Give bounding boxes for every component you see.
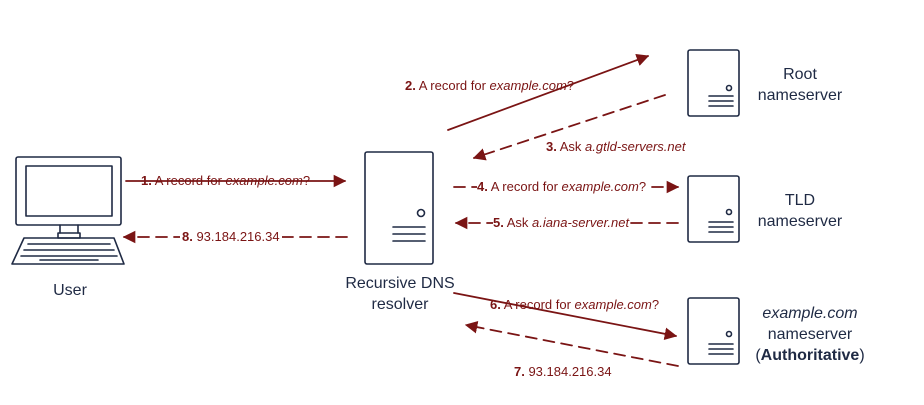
step-7-label: 7. 93.184.216.34 (514, 364, 612, 379)
resolver-label: Recursive DNS resolver (345, 275, 455, 313)
resolver-server-icon (364, 151, 434, 265)
step-2-label: 2. A record for example.com? (405, 78, 575, 93)
step-5-label: 5. Ask a.iana-server.net (493, 215, 630, 230)
arrow-step-7 (464, 320, 679, 367)
user-label: User (53, 282, 87, 299)
step-1-label: 1. A record for example.com? (141, 173, 311, 188)
tld-server-icon (687, 175, 740, 243)
step-8-label: 8. 93.184.216.34 (180, 229, 282, 244)
root-label: Root nameserver (757, 66, 843, 104)
step-6-label: 6. A record for example.com? (490, 297, 660, 312)
authoritative-server-icon (687, 297, 740, 365)
arrow-step-3 (472, 94, 666, 161)
root-server-icon (687, 49, 740, 117)
computer-icon (11, 156, 125, 265)
step-4-label: 4. A record for example.com? (477, 179, 647, 194)
authoritative-label: example.com nameserver (Authoritative) (755, 305, 865, 364)
step-3-label: 3. Ask a.gtld-servers.net (546, 139, 686, 154)
tld-label: TLD nameserver (757, 192, 843, 230)
arrow-step-2 (447, 54, 650, 131)
arrow-step-6 (453, 292, 678, 341)
